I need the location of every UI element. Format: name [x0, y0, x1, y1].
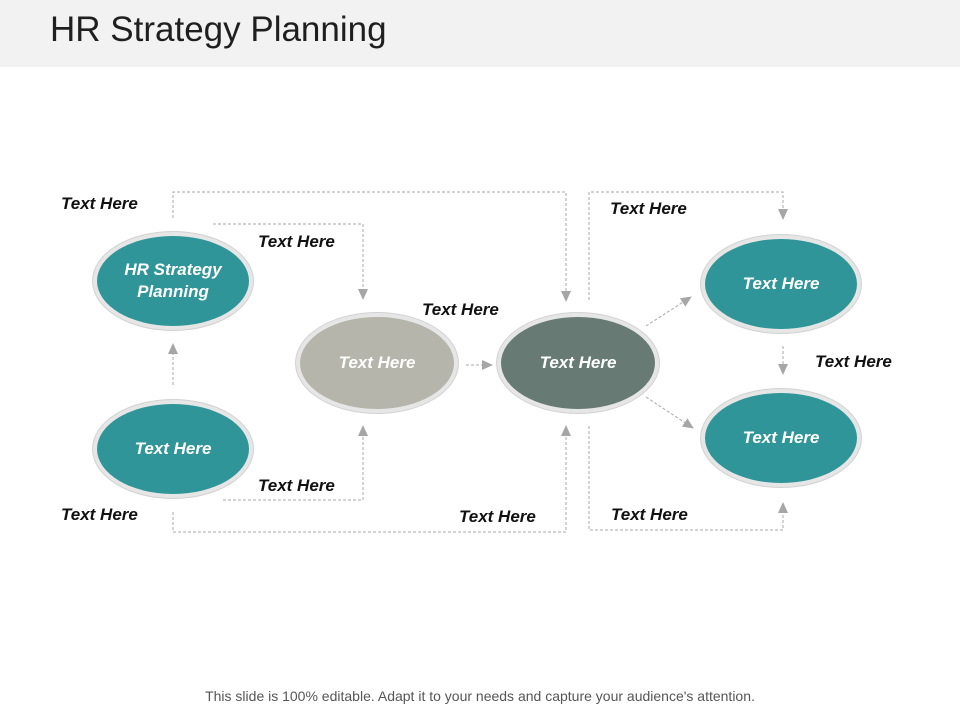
node-bottom-right-text: Text Here: [742, 428, 820, 447]
connector-bottom-right-exit: [588, 426, 788, 531]
node-hr-strategy-text: HR Strategy Planning: [124, 260, 222, 301]
label-mid-top: Text Here: [258, 232, 335, 251]
node-center-right: Text Here: [497, 313, 659, 413]
label-top-right: Text Here: [610, 199, 687, 218]
node-bottom-left: Text Here: [93, 400, 253, 498]
connector-hr-to-center-left: [213, 223, 368, 300]
label-mid-bottom: Text Here: [258, 476, 335, 495]
connector-to-top-right: [645, 296, 692, 327]
connector-bottom-loop: [172, 425, 571, 533]
slide-footer: This slide is 100% editable. Adapt it to…: [205, 688, 755, 704]
node-top-right: Text Here: [701, 235, 861, 333]
node-center-right-text: Text Here: [539, 353, 617, 372]
node-bottom-left-text: Text Here: [134, 439, 212, 458]
label-right-mid: Text Here: [815, 352, 892, 371]
label-top-left: Text Here: [61, 194, 138, 213]
label-center-top: Text Here: [422, 300, 499, 319]
node-hr-strategy: HR Strategy Planning: [93, 232, 253, 330]
label-bottom-left: Text Here: [61, 505, 138, 524]
connector-to-bottom-right: [645, 396, 694, 429]
node-center-left: Text Here: [296, 313, 458, 413]
label-bottom-right: Text Here: [611, 505, 688, 524]
slide-header: HR Strategy Planning: [0, 0, 960, 67]
node-top-right-text: Text Here: [742, 274, 820, 293]
connector-top-right-entry: [588, 191, 788, 300]
slide-title: HR Strategy Planning: [50, 10, 387, 49]
connector-top-loop: [172, 191, 571, 302]
connector-bottom-left-to-center-left: [223, 425, 368, 501]
node-bottom-right: Text Here: [701, 389, 861, 487]
label-center-bottom: Text Here: [459, 507, 536, 526]
node-center-left-text: Text Here: [338, 353, 416, 372]
